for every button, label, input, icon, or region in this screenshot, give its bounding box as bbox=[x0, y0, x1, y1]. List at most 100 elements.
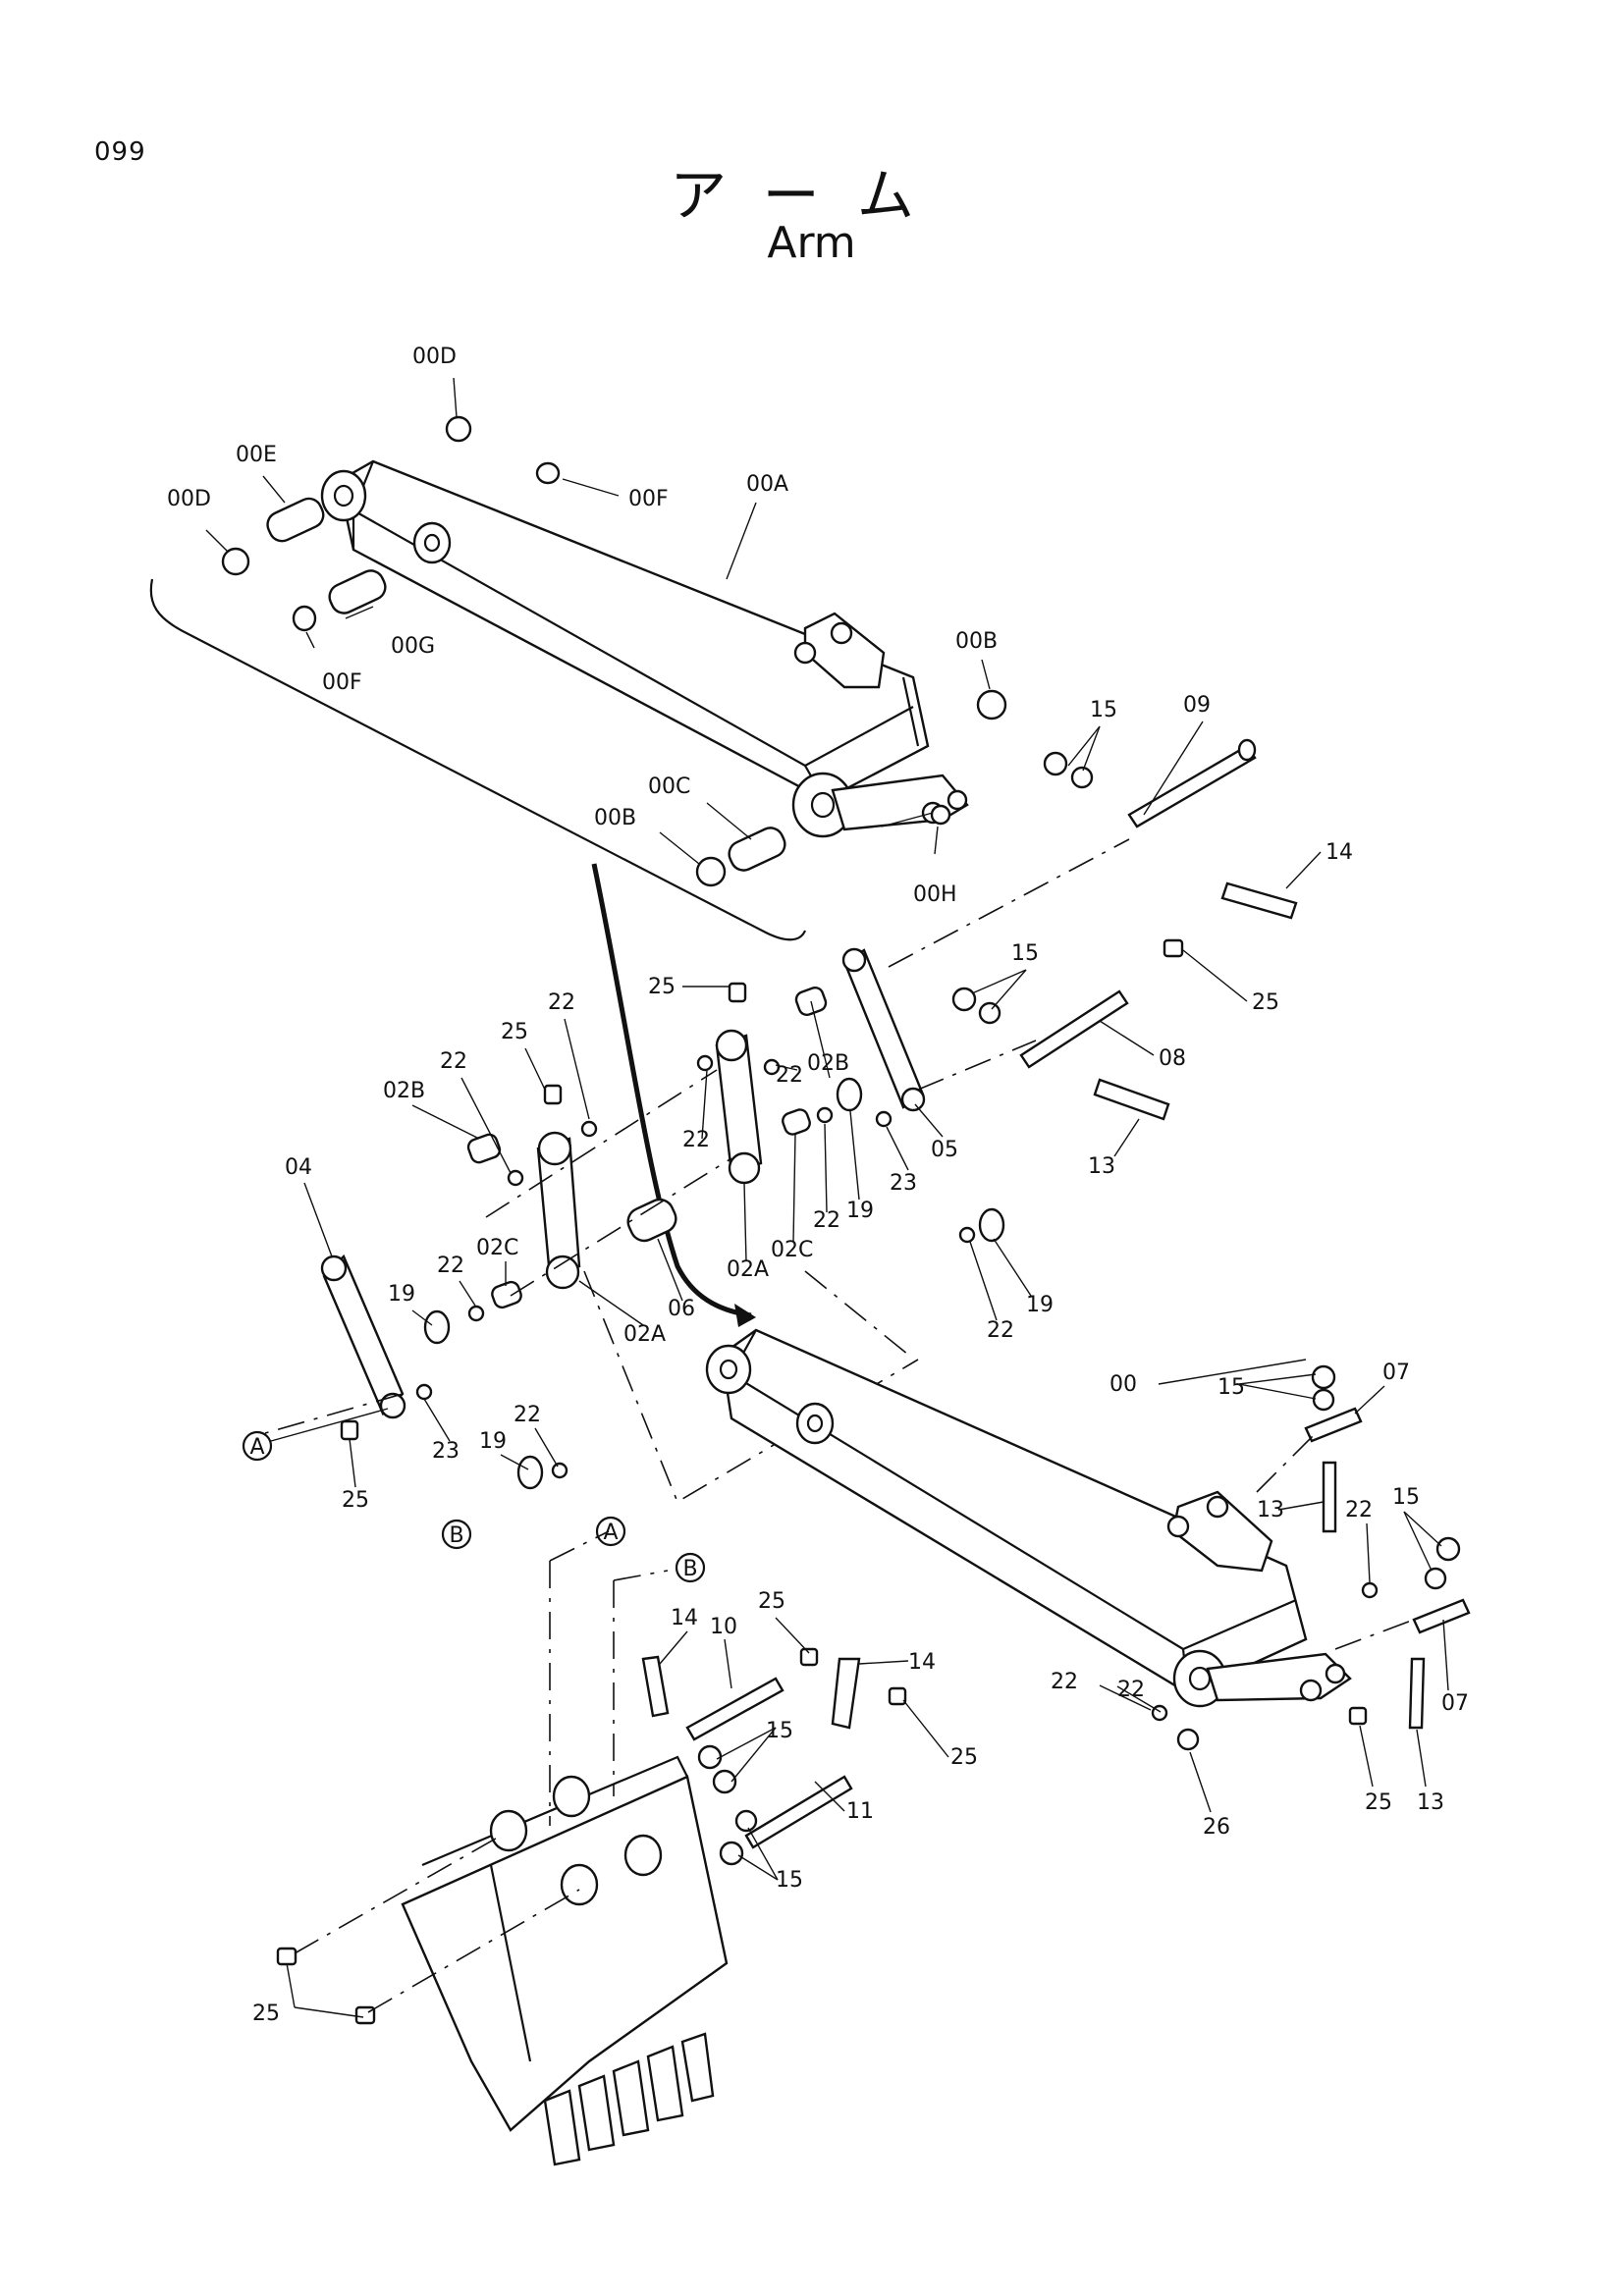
callout-06: 06 bbox=[668, 1297, 695, 1321]
callout-10: 10 bbox=[710, 1615, 737, 1639]
nut-15-k bbox=[734, 1809, 758, 1833]
callout-14-c: 14 bbox=[908, 1650, 936, 1675]
callout-22-i: 22 bbox=[1345, 1498, 1373, 1522]
reference-a-circle-2 bbox=[595, 1516, 626, 1547]
reference-b-circle bbox=[441, 1519, 472, 1550]
bushing-00E bbox=[266, 497, 325, 543]
callout-22-j: 22 bbox=[1051, 1670, 1078, 1694]
grease-fitting-25-d bbox=[1163, 938, 1184, 958]
shim-19-a bbox=[423, 1309, 451, 1345]
callout-25-h: 25 bbox=[252, 2002, 280, 2026]
nut-15-c bbox=[951, 987, 977, 1012]
bucket-drawing bbox=[276, 1530, 907, 2166]
callout-14-a: 14 bbox=[1325, 840, 1353, 865]
callout-00B: 00B bbox=[594, 806, 636, 830]
bolt-13-c bbox=[1408, 1657, 1426, 1730]
reference-a: A bbox=[249, 1435, 264, 1460]
nut-15-l bbox=[719, 1841, 744, 1866]
bolt-14-b bbox=[641, 1655, 670, 1718]
bushing-00D bbox=[221, 547, 250, 576]
reference-b-circle-2 bbox=[675, 1552, 706, 1583]
nut-15-b bbox=[1070, 766, 1094, 789]
nut-26 bbox=[1176, 1728, 1200, 1751]
callout-15-f: 15 bbox=[776, 1868, 803, 1893]
shim-19-b bbox=[516, 1455, 544, 1490]
callout-19-a: 19 bbox=[846, 1199, 874, 1223]
callout-25-c: 25 bbox=[501, 1020, 528, 1044]
grease-fitting-00H bbox=[930, 804, 951, 826]
bushing-02B-left bbox=[466, 1133, 502, 1164]
reference-b-bucket: B bbox=[682, 1557, 697, 1581]
pin-11 bbox=[744, 1775, 853, 1849]
callout-22-d: 22 bbox=[682, 1128, 710, 1152]
callout-02A-right: 02A bbox=[727, 1257, 769, 1282]
callout-22-f: 22 bbox=[437, 1254, 464, 1278]
callout-00F: 00F bbox=[322, 670, 362, 695]
callout-00C: 00C bbox=[648, 774, 690, 799]
bolt-13-b bbox=[1322, 1461, 1337, 1533]
bushing-00D-top bbox=[445, 415, 472, 443]
callout-15-b: 15 bbox=[1011, 941, 1039, 966]
callout-25-e: 25 bbox=[1365, 1790, 1392, 1815]
callout-11: 11 bbox=[846, 1799, 874, 1824]
bushing-00G bbox=[328, 569, 387, 614]
bushing-06 bbox=[626, 1198, 677, 1243]
callout-08: 08 bbox=[1159, 1046, 1186, 1071]
pin-07-b bbox=[1412, 1598, 1471, 1634]
bushing-00B-right bbox=[976, 689, 1007, 721]
callout-25-b: 25 bbox=[648, 975, 676, 999]
callout-13-b: 13 bbox=[1257, 1498, 1284, 1522]
pin-10 bbox=[685, 1677, 784, 1741]
callout-25-f: 25 bbox=[758, 1589, 785, 1614]
callout-02C-right: 02C bbox=[771, 1238, 813, 1262]
arm-main-drawing bbox=[705, 1328, 1471, 1751]
callout-25-a: 25 bbox=[1252, 990, 1279, 1015]
callout-02C: 02C bbox=[476, 1236, 518, 1260]
grease-fitting-25-b bbox=[728, 982, 747, 1003]
callout-00D: 00D bbox=[167, 487, 211, 511]
callout-22-h: 22 bbox=[514, 1403, 541, 1427]
bushing-02C-right bbox=[782, 1108, 811, 1136]
callout-15-a: 15 bbox=[1090, 698, 1117, 722]
callout-09: 09 bbox=[1183, 693, 1211, 718]
callout-26: 26 bbox=[1203, 1815, 1230, 1840]
bolt-13-a bbox=[1093, 1078, 1170, 1121]
callout-15-d: 15 bbox=[1392, 1485, 1420, 1510]
pin-09 bbox=[1127, 744, 1257, 828]
callout-22-a: 22 bbox=[548, 990, 575, 1015]
callout-00A: 00A bbox=[746, 472, 788, 497]
callout-22-b: 22 bbox=[440, 1049, 467, 1074]
reference-b: B bbox=[449, 1523, 463, 1548]
bolt-14-a bbox=[1220, 881, 1298, 920]
bushing-00C bbox=[728, 827, 786, 872]
link-parts bbox=[264, 738, 1298, 1504]
nut-15-a bbox=[1043, 751, 1068, 776]
grease-fitting-25-c bbox=[340, 1419, 359, 1441]
reference-a-bucket: A bbox=[603, 1521, 618, 1545]
callout-00D-top: 00D bbox=[412, 345, 457, 369]
callout-13-a: 13 bbox=[1088, 1154, 1115, 1179]
reference-a-circle bbox=[242, 1430, 273, 1462]
bushing-02C-left bbox=[491, 1280, 522, 1309]
callout-00H: 00H bbox=[913, 882, 957, 907]
nut-15-i bbox=[697, 1744, 723, 1770]
callout-07-b: 07 bbox=[1441, 1691, 1469, 1716]
callout-00F-top: 00F bbox=[628, 487, 669, 511]
callout-19-c: 19 bbox=[1026, 1293, 1054, 1317]
shim-19-d bbox=[978, 1207, 1005, 1243]
callout-19-d: 19 bbox=[479, 1429, 507, 1454]
grease-fitting-25-a bbox=[543, 1084, 563, 1105]
bolt-14-c bbox=[831, 1657, 861, 1730]
page-number: 099 bbox=[94, 137, 146, 167]
callout-07-a: 07 bbox=[1382, 1361, 1410, 1385]
bushing-00F bbox=[292, 605, 317, 632]
callout-23-b: 23 bbox=[432, 1439, 460, 1464]
nut-15-d bbox=[978, 1001, 1001, 1025]
callout-00G: 00G bbox=[391, 634, 435, 659]
page-title: Arm bbox=[767, 218, 856, 268]
callout-04: 04 bbox=[285, 1155, 312, 1180]
callout-13-c: 13 bbox=[1417, 1790, 1444, 1815]
callout-labels: 00D 00E 00D 00F 00A 00G 00F 00B 00C 00B … bbox=[167, 345, 1469, 2026]
callout-22-g: 22 bbox=[987, 1318, 1014, 1343]
